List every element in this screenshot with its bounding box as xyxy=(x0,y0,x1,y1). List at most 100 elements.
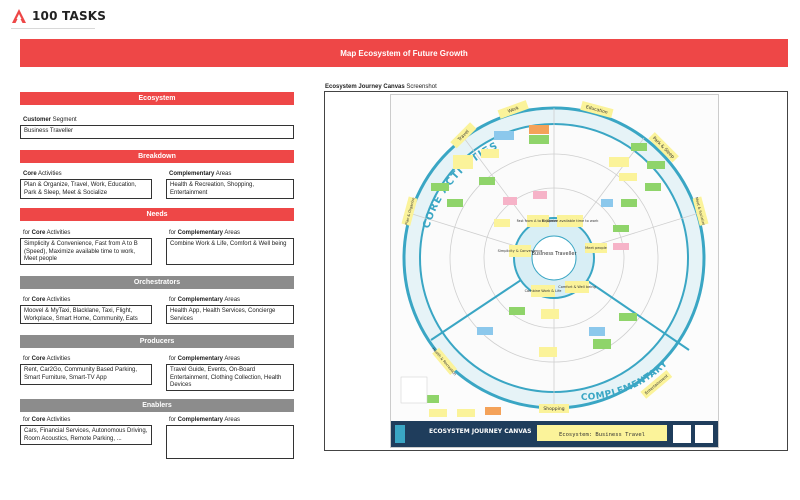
complementary-areas-field[interactable]: Health & Recreation, Shopping, Entertain… xyxy=(166,179,294,199)
page-title: Map Ecosystem of Future Growth xyxy=(340,48,468,58)
segment-tab xyxy=(497,100,529,119)
canvas-footer-box xyxy=(673,425,691,443)
label-rest: Areas xyxy=(223,230,241,236)
segment-label-plan-organize: Plan & Organize xyxy=(404,197,415,225)
needs-core-field[interactable]: Simplicity & Convenience, Fast from A to… xyxy=(20,238,152,265)
sticky-note xyxy=(585,243,607,253)
field-value: Health & Recreation, Shopping, Entertain… xyxy=(170,182,255,196)
label-rest: Activities xyxy=(45,297,71,303)
caption-bold: Ecosystem Journey Canvas xyxy=(325,84,405,90)
field-value: Plan & Organize, Travel, Work, Education… xyxy=(24,182,137,196)
label-prefix: for xyxy=(23,230,32,236)
segment-label-work: Work xyxy=(507,105,520,115)
canvas-footer-title: ECOSYSTEM JOURNEY CANVAS xyxy=(429,428,532,435)
sticky-note xyxy=(527,215,549,227)
label-bold: Core xyxy=(31,297,46,303)
label-prefix: for xyxy=(169,417,178,423)
segment-label-education: Education xyxy=(585,104,608,116)
segment-tab xyxy=(640,370,673,399)
sticky-note xyxy=(531,285,555,297)
note-simplicity: Simplicity & Convenience xyxy=(498,249,543,253)
needs-complementary-field[interactable]: Combine Work & Life, Comfort & Well bein… xyxy=(166,238,294,265)
section-header-label: Orchestrators xyxy=(133,279,181,286)
field-value: Health App, Health Services, Concierge S… xyxy=(170,308,276,322)
segment-tab xyxy=(692,196,709,226)
enablers-complementary-field[interactable] xyxy=(166,425,294,459)
enablers-core-field[interactable]: Cars, Financial Services, Autonomous Dri… xyxy=(20,425,152,445)
orchestrators-complementary-field[interactable]: Health App, Health Services, Concierge S… xyxy=(166,305,294,324)
note-meet-people: Meet people xyxy=(585,246,607,250)
ecosystem-journey-canvas-image: Business Traveller CORE ACTIVITIES COMPL… xyxy=(390,94,719,448)
center-label: Business Traveller xyxy=(531,251,577,257)
sticky-note xyxy=(565,281,589,293)
label-prefix: for xyxy=(23,417,32,423)
orchestrators-core-label: for Core Activities xyxy=(23,297,148,303)
label-bold: Complementary xyxy=(177,417,224,423)
field-value: Rent, Car2Go, Community Based Parking, S… xyxy=(24,367,138,381)
canvas-screenshot-frame: Business Traveller CORE ACTIVITIES COMPL… xyxy=(324,91,788,451)
core-activities-label: Core Activities xyxy=(23,171,148,177)
complementary-areas-label: Complementary Areas xyxy=(169,171,294,177)
app-logo[interactable]: 100 TASKS xyxy=(11,8,106,24)
producers-complementary-field[interactable]: Travel Guide, Events, On-Board Entertain… xyxy=(166,364,294,391)
needs-core-label: for Core Activities xyxy=(23,230,148,236)
segment-label-shopping: Shopping xyxy=(543,406,564,412)
label-prefix: for xyxy=(23,356,32,362)
page-title-banner: Map Ecosystem of Future Growth xyxy=(20,39,788,67)
field-value: Business Traveller xyxy=(24,128,74,134)
note-comfort-wellbeing: Comfort & Well being xyxy=(558,285,595,289)
section-header-label: Producers xyxy=(139,338,175,345)
section-header-producers: Producers xyxy=(20,335,294,348)
canvas-footer-ecosystem: Ecosystem: Business Travel xyxy=(559,432,645,438)
section-header-label: Needs xyxy=(146,211,168,218)
canvas-footer-note xyxy=(537,425,667,441)
label-rest: Activities xyxy=(36,171,62,177)
label-bold: Core xyxy=(31,356,46,362)
label-prefix: for xyxy=(23,297,32,303)
canvas-footer-box xyxy=(695,425,713,443)
canvas-caption: Ecosystem Journey Canvas Screenshot xyxy=(325,84,437,90)
segment-tab xyxy=(539,404,569,413)
field-value: Simplicity & Convenience, Fast from A to… xyxy=(24,241,138,262)
label-bold: Customer xyxy=(23,117,52,123)
label-bold: Complementary xyxy=(177,356,224,362)
label-rest: Activities xyxy=(45,417,71,423)
field-value: Moovel & MyTaxi, Blacklane, Taxi, Flight… xyxy=(24,308,138,322)
producers-core-field[interactable]: Rent, Car2Go, Community Based Parking, S… xyxy=(20,364,152,385)
section-header-ecosystem: Ecosystem xyxy=(20,92,294,105)
label-prefix: for xyxy=(169,297,178,303)
needs-complementary-label: for Complementary Areas xyxy=(169,230,294,236)
sticky-note xyxy=(509,245,531,257)
label-rest: Segment xyxy=(51,117,77,123)
section-header-orchestrators: Orchestrators xyxy=(20,276,294,289)
enablers-core-label: for Core Activities xyxy=(23,417,148,423)
sticky-note xyxy=(557,215,583,227)
center-circle xyxy=(531,235,577,281)
section-header-label: Breakdown xyxy=(138,153,176,160)
label-rest: Activities xyxy=(45,356,71,362)
core-activities-field[interactable]: Plan & Organize, Travel, Work, Education… xyxy=(20,179,152,199)
field-value: Cars, Financial Services, Autonomous Dri… xyxy=(24,428,148,442)
section-header-enablers: Enablers xyxy=(20,399,294,412)
label-prefix: for xyxy=(169,356,178,362)
logo-divider xyxy=(11,28,95,29)
left-form-panel: Ecosystem Customer Segment Business Trav… xyxy=(20,92,294,459)
customer-segment-field[interactable]: Business Traveller xyxy=(20,125,294,139)
orchestrators-core-field[interactable]: Moovel & MyTaxi, Blacklane, Taxi, Flight… xyxy=(20,305,152,324)
segment-tab xyxy=(450,122,477,149)
note-fast-a-to-b: Fast from A to B (Speed) xyxy=(517,219,560,223)
label-bold: Complementary xyxy=(177,297,224,303)
section-header-breakdown: Breakdown xyxy=(20,150,294,163)
canvas-footer-logo-icon xyxy=(395,425,405,443)
producers-core-label: for Core Activities xyxy=(23,356,148,362)
label-rest: Areas xyxy=(223,417,241,423)
producers-complementary-label: for Complementary Areas xyxy=(169,356,294,362)
label-rest: Activities xyxy=(45,230,71,236)
label-bold: Core xyxy=(23,171,37,177)
segment-label-meet-socialize: Meet & Socialize xyxy=(694,197,705,226)
ecosystem-journey-canvas-svg: Business Traveller CORE ACTIVITIES COMPL… xyxy=(391,100,718,447)
segment-tab xyxy=(432,347,458,375)
label-bold: Core xyxy=(31,230,46,236)
label-bold: Complementary xyxy=(177,230,224,236)
logo-text: 100 TASKS xyxy=(32,9,107,23)
